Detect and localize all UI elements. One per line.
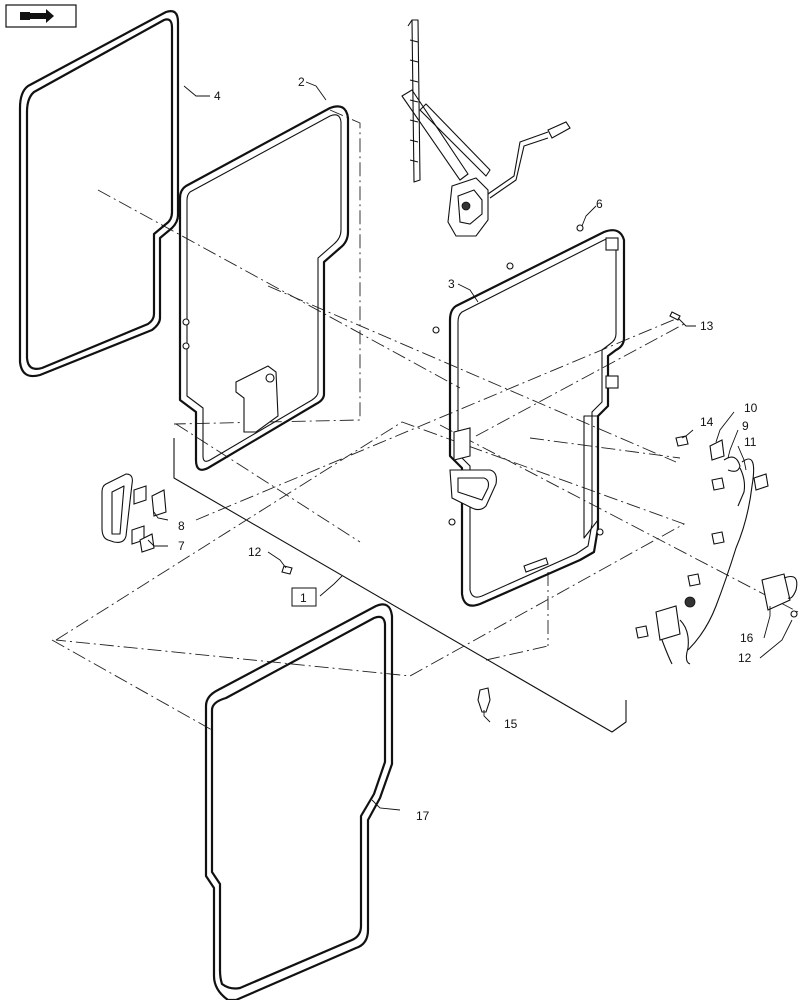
callout-4[interactable]: 4 [214, 89, 221, 103]
wiring-harness-parts [635, 439, 798, 665]
next-page-arrow-icon[interactable] [5, 4, 77, 28]
screw-part-12-right [790, 610, 798, 618]
callout-12-left[interactable]: 12 [248, 545, 262, 559]
interior-handle-part-7-8 [101, 473, 167, 553]
callout-1[interactable]: 1 [300, 591, 307, 605]
callout-9[interactable]: 9 [742, 419, 749, 433]
outer-door-seal-part-4 [18, 10, 180, 378]
callout-12-right[interactable]: 12 [738, 651, 752, 665]
callout-16[interactable]: 16 [740, 631, 754, 645]
screw-part-6 [576, 224, 584, 232]
window-regulator-assembly [401, 19, 571, 237]
grommet-part-14 [675, 435, 689, 447]
leader-lines [147, 81, 793, 811]
callout-11[interactable]: 11 [744, 435, 757, 449]
callout-8[interactable]: 8 [178, 519, 185, 533]
screw-part-12-left [281, 565, 293, 575]
callout-6[interactable]: 6 [596, 197, 603, 211]
callout-15[interactable]: 15 [504, 717, 518, 731]
callout-box-1 [291, 587, 317, 607]
callout-13[interactable]: 13 [700, 319, 714, 333]
inner-door-frame-part-2 [178, 105, 350, 471]
fastener-part-15 [477, 687, 491, 713]
lower-door-seal-part-17 [204, 603, 394, 1000]
callout-2[interactable]: 2 [298, 75, 305, 89]
callout-3[interactable]: 3 [448, 277, 455, 291]
screw-part-13 [669, 311, 681, 321]
centre-lines [51, 189, 799, 731]
door-frame-part-3 [432, 229, 626, 607]
callout-17[interactable]: 17 [416, 809, 430, 823]
callout-14[interactable]: 14 [700, 415, 714, 429]
assembly-outline [55, 109, 686, 733]
callout-7[interactable]: 7 [178, 539, 185, 553]
callout-10[interactable]: 10 [744, 401, 758, 415]
